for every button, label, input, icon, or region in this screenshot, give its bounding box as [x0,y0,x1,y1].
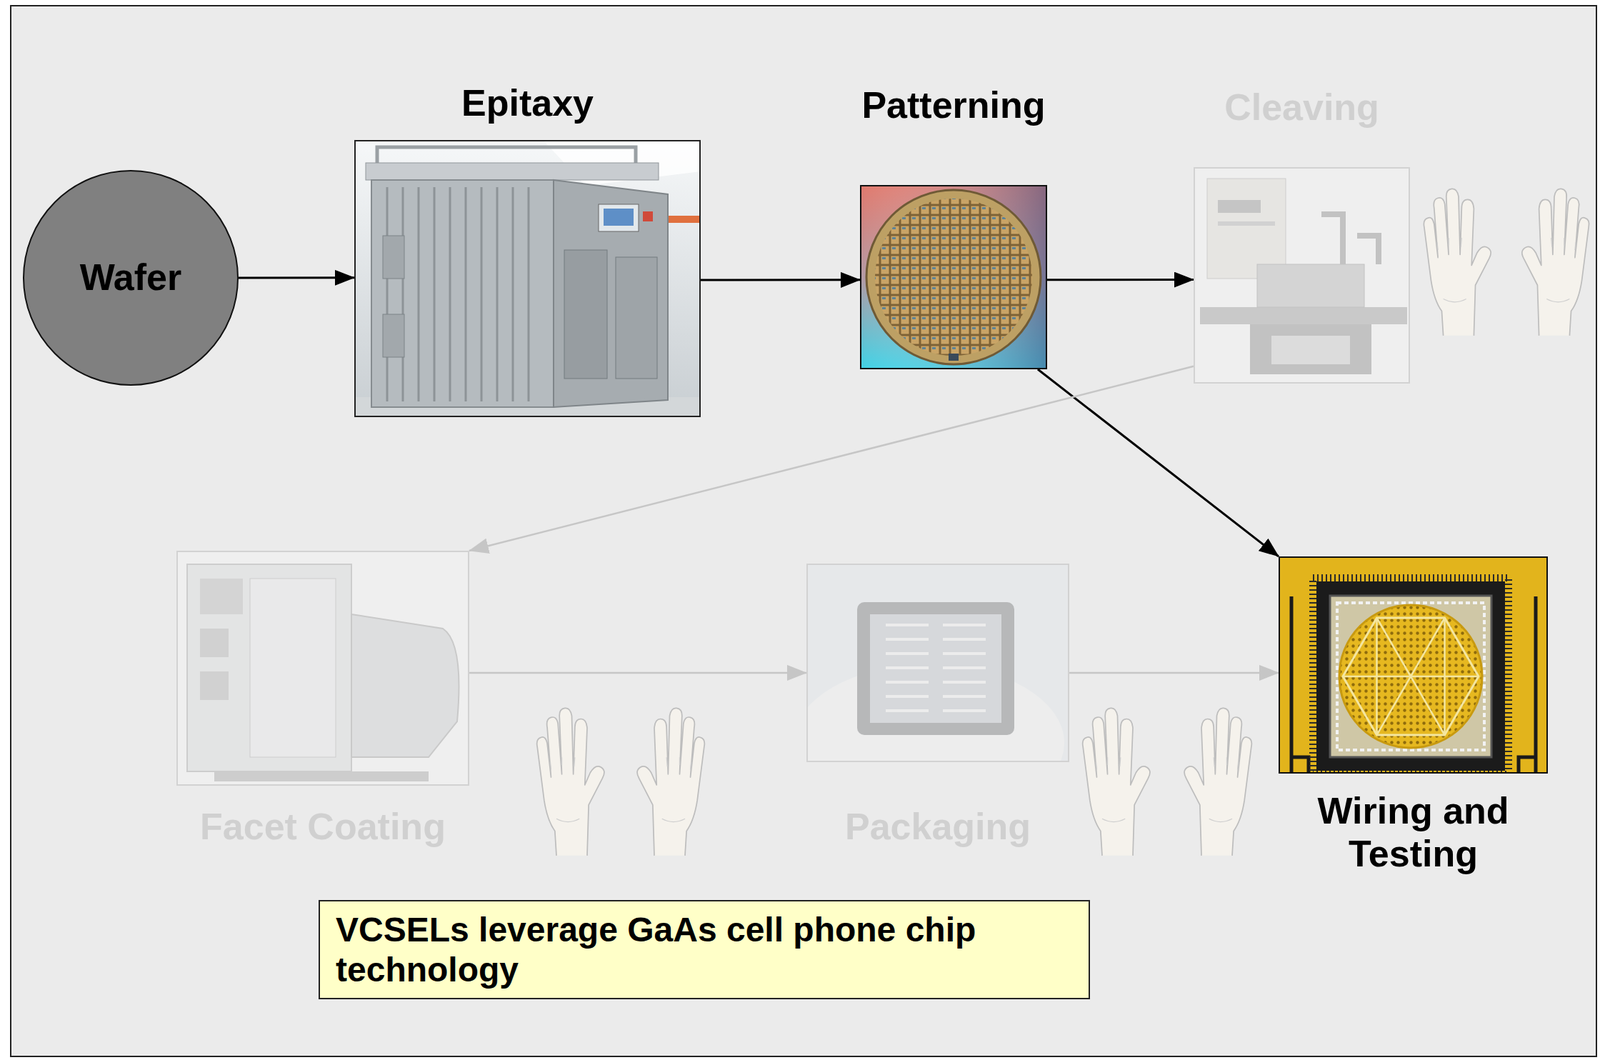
vcsel-array-photo [1316,581,1505,771]
packaged-chip-photo [885,625,986,711]
hand-icons [637,707,705,855]
vcsel-array-photo [1312,577,1509,774]
hand-icons [1522,188,1590,336]
flow-arrow [469,672,807,675]
cleaving-station-photo [1217,221,1275,226]
patterned-wafer-photo [875,198,1033,356]
epitaxy-reactor-photo [553,180,668,408]
facet-coating-machine-photo [200,671,229,700]
patterned-wafer-photo [860,185,1048,370]
node-heading: Wiring and Testing [1270,790,1557,876]
flow-arrow [238,276,355,279]
epitaxy-reactor-photo [564,250,608,379]
node-heading: Cleaving [1224,86,1380,130]
flow-arrow [469,366,1194,551]
epitaxy-reactor-photo [664,215,701,223]
patterned-wafer-photo [948,353,959,361]
node-heading: Packaging [845,805,1031,849]
cleaving-station-photo [1271,335,1350,365]
cleaving-station-photo [1321,214,1379,265]
vcsel-array-photo [1330,595,1492,758]
process-photo-box: Wiring and Testing [1278,556,1548,774]
node-heading: Facet Coating [200,805,446,849]
faded-process-box: Facet Coating [176,550,470,786]
patterned-wafer-photo [860,185,1048,370]
packaged-chip-photo [857,602,1015,735]
facet-coating-machine-photo [200,628,229,658]
epitaxy-reactor-photo [598,204,639,232]
epitaxy-reactor-photo [354,140,701,418]
node-label: VCSELs leverage GaAs cell phone chip tec… [335,910,1073,989]
vcsel-array-photo [1339,605,1483,748]
facet-coating-machine-photo [250,578,336,758]
hand-icons [537,707,605,855]
cleaving-station-photo [1200,307,1408,325]
facet-coating-machine-photo [187,564,352,772]
hand-icons [537,707,705,855]
epitaxy-reactor-photo [387,187,529,402]
node-heading: Patterning [861,84,1045,128]
epitaxy-reactor-photo [371,180,554,408]
epitaxy-reactor-photo [642,211,653,222]
epitaxy-reactor-photo [382,235,405,279]
cleaving-station-photo [1207,178,1286,279]
hand-icons [1423,188,1589,336]
hand-icons [1423,188,1491,336]
vcsel-array-photo [1278,556,1548,774]
cleaving-station-photo [1193,167,1410,384]
vcsel-array-photo [1278,556,1548,774]
epitaxy-reactor-photo [615,257,658,379]
epitaxy-reactor-photo [382,314,405,358]
epitaxy-reactor-photo [365,162,659,180]
start-circle: Wafer [22,170,239,386]
patterned-wafer-photo [866,190,1041,365]
process-photo-box: Epitaxy [354,140,701,418]
patterned-wafer-photo [860,185,1048,370]
flow-arrow [700,278,860,281]
vcsel-array-photo [1342,617,1479,735]
facet-coating-machine-photo [200,578,243,615]
faded-process-box: Packaging [806,563,1070,763]
cleaving-station-photo [1250,324,1372,375]
note-box: VCSELs leverage GaAs cell phone chip tec… [318,900,1090,1000]
process-photo-box: Patterning [860,185,1048,370]
epitaxy-reactor-photo [354,140,701,418]
hand-icons [1082,707,1150,855]
packaged-chip-photo [870,614,1002,723]
cleaving-station-photo [1257,264,1365,308]
node-heading: Epitaxy [461,82,594,125]
cleaving-station-photo [1217,200,1261,213]
faded-process-box: Cleaving [1193,167,1410,384]
hand-icons [1184,707,1252,855]
epitaxy-reactor-photo [603,208,634,226]
vcsel-array-photo [1337,602,1485,750]
node-label: Wafer [80,256,183,300]
flow-arrow [1069,672,1279,675]
facet-coating-machine-photo [214,771,429,782]
vcsel-array-photo [1342,617,1479,735]
cleaving-station-photo [1193,167,1410,384]
facet-coating-machine-photo [176,550,470,786]
facet-coating-machine-photo [176,550,470,786]
facet-coating-machine-photo [351,614,460,758]
packaged-chip-photo [806,563,1070,763]
hand-icons [1082,707,1253,855]
flow-arrow [1047,278,1194,281]
